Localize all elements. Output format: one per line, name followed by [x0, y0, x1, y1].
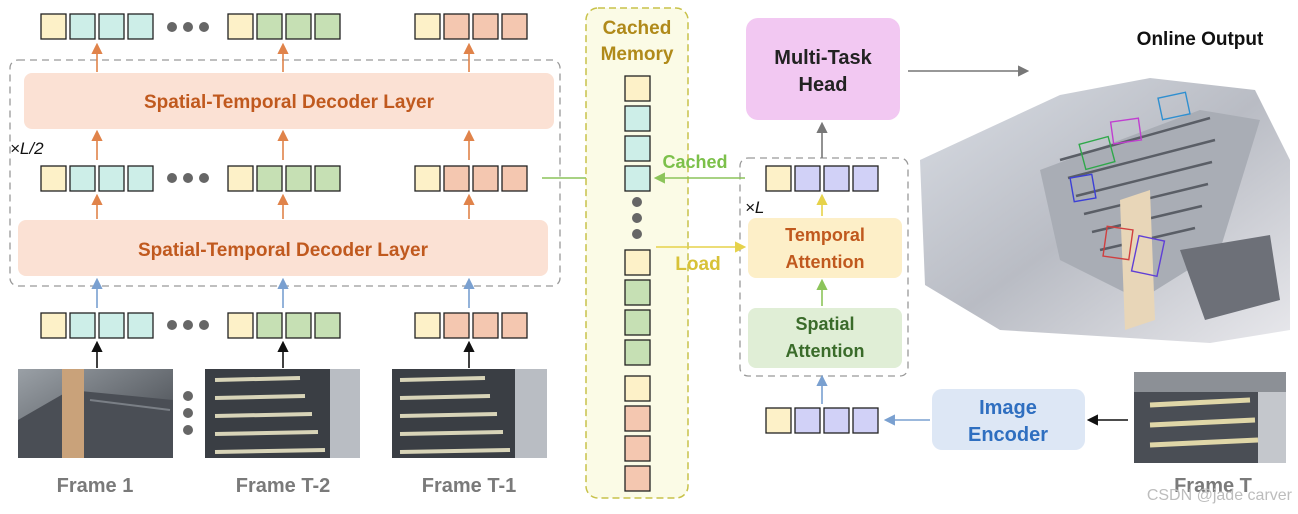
encoder-output-token — [823, 407, 850, 434]
repeat-left-label: ×L/2 — [10, 139, 44, 158]
attention-output-token — [794, 165, 821, 192]
spatial-attention-line1: Spatial — [795, 314, 854, 334]
token-square — [285, 312, 312, 339]
token-square — [127, 312, 154, 339]
frame-t-image — [1134, 372, 1286, 463]
memory-token-square — [624, 435, 651, 462]
load-arrow-label: Load — [675, 254, 720, 275]
token-square — [472, 165, 499, 192]
decoder-layer-bottom-label: Spatial-Temporal Decoder Layer — [138, 240, 429, 261]
token-square — [227, 312, 254, 339]
frame-t1-label: Frame T-1 — [422, 475, 516, 497]
decoder-layer-bottom-box — [18, 220, 548, 276]
decoder-layer-top-box — [24, 73, 554, 129]
token-square — [314, 165, 341, 192]
cached-arrow-label: Cached — [662, 152, 727, 172]
memory-token-square — [624, 339, 651, 366]
online-output-title: Online Output — [1137, 29, 1264, 50]
token-square — [40, 165, 67, 192]
watermark: CSDN @jade carver — [1147, 487, 1293, 504]
token-square — [127, 13, 154, 40]
memory-token-square — [624, 279, 651, 306]
right-arrows — [653, 65, 1128, 426]
multi-task-head-box — [746, 18, 900, 120]
attention-output-token — [765, 165, 792, 192]
token-square — [314, 312, 341, 339]
token-rows — [40, 13, 528, 339]
token-square — [472, 312, 499, 339]
token-square — [227, 165, 254, 192]
encoder-output-token — [765, 407, 792, 434]
token-square — [40, 13, 67, 40]
token-square — [443, 13, 470, 40]
memory-tokens — [624, 75, 651, 492]
token-square — [256, 312, 283, 339]
token-square — [443, 312, 470, 339]
attention-output-token — [823, 165, 850, 192]
attention-stack-frame — [739, 157, 909, 377]
token-square — [40, 312, 67, 339]
ellipsis-dots — [167, 22, 209, 435]
memory-ellipsis — [632, 197, 642, 239]
attention-output-token — [852, 165, 879, 192]
spatial-attention-line2: Attention — [786, 341, 865, 361]
frame-1-image — [18, 369, 173, 458]
frame-1-label: Frame 1 — [57, 475, 134, 497]
frame-t2-label: Frame T-2 — [236, 475, 330, 497]
token-square — [285, 13, 312, 40]
token-square — [98, 165, 125, 192]
encoder-output-token — [852, 407, 879, 434]
token-square — [69, 312, 96, 339]
token-square — [98, 13, 125, 40]
token-square — [472, 13, 499, 40]
memory-token-square — [624, 405, 651, 432]
head-line2: Head — [799, 74, 848, 96]
memory-token-square — [624, 135, 651, 162]
head-line1: Multi-Task — [774, 47, 872, 69]
left-arrows — [91, 42, 621, 368]
token-square — [501, 312, 528, 339]
token-square — [314, 13, 341, 40]
frame-t2-image — [205, 369, 360, 458]
token-square — [285, 165, 312, 192]
image-encoder-box — [932, 389, 1085, 450]
right-tokens — [765, 165, 879, 434]
memory-token-square — [624, 309, 651, 336]
frame-t1-image — [392, 369, 547, 458]
token-square — [414, 312, 441, 339]
memory-token-square — [624, 249, 651, 276]
memory-token-square — [624, 75, 651, 102]
token-square — [256, 165, 283, 192]
token-square — [227, 13, 254, 40]
repeat-right-label: ×L — [745, 198, 764, 217]
token-square — [98, 312, 125, 339]
token-square — [69, 13, 96, 40]
memory-token-square — [624, 105, 651, 132]
online-output-scene — [920, 78, 1290, 343]
memory-token-square — [624, 165, 651, 192]
token-square — [414, 13, 441, 40]
encoder-output-token — [794, 407, 821, 434]
token-square — [127, 165, 154, 192]
token-square — [501, 13, 528, 40]
token-square — [414, 165, 441, 192]
temporal-attention-line1: Temporal — [785, 225, 865, 245]
temporal-attention-box — [748, 218, 902, 278]
memory-title-line2: Memory — [601, 44, 674, 65]
memory-token-square — [624, 465, 651, 492]
encoder-line1: Image — [979, 397, 1037, 419]
token-square — [69, 165, 96, 192]
token-square — [256, 13, 283, 40]
decoder-layer-top-label: Spatial-Temporal Decoder Layer — [144, 92, 435, 113]
frame-t-label: Frame T — [1174, 475, 1252, 497]
temporal-attention-line2: Attention — [786, 252, 865, 272]
token-square — [501, 165, 528, 192]
spatial-attention-box — [748, 308, 902, 368]
memory-title-line1: Cached — [603, 18, 672, 39]
memory-token-square — [624, 375, 651, 402]
encoder-line2: Encoder — [968, 424, 1048, 446]
token-square — [443, 165, 470, 192]
